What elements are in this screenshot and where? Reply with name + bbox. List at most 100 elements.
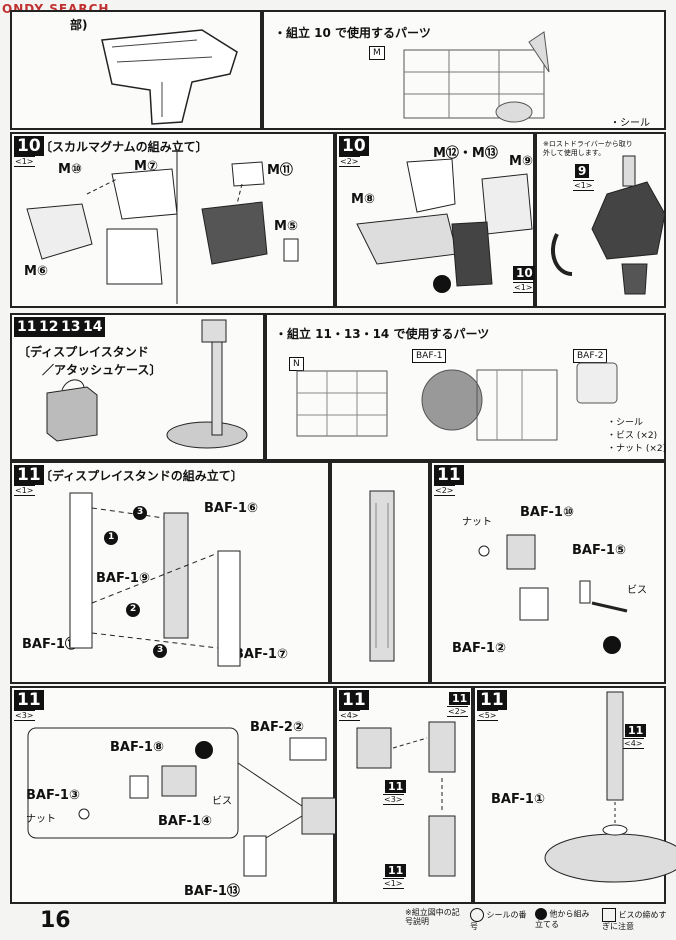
part-label-nut: ナット [26,814,56,825]
panel-step10-1: 10 <1> 〔スカルマグナムの組み立て〕 M⑩ M⑦ M⑪ M⑤ M⑥ [10,132,335,308]
step-number-14: 14 [80,317,106,337]
ref-sub: <3> [383,794,404,805]
ref-step: 10 [513,266,536,280]
top-left-label: 部) [70,18,88,32]
order-marker: 1 [108,532,115,542]
legend-seal-text: シールの番号 [470,910,527,931]
runner-label-n: N [289,357,304,371]
step-title: 〔スカルマグナムの組み立て〕 [40,140,208,154]
part-label-baf1-9: BAF-1⑨ [96,571,150,586]
legend-screw-text: ビスの締めすぎに注意 [602,910,667,931]
panel-step11-5: 11 <5> BAF-1① 11 <4> [473,686,676,904]
part-label-nut: ナット [462,517,492,528]
step-sub: <4> [339,710,360,721]
step-number: 11 [14,690,44,710]
panel-step10-3: ※ロストドライバーから取り外して使用します。 9 <1> [535,132,666,308]
part-label-m6: M⑥ [24,264,48,279]
step-sub: <5> [477,710,498,721]
step-sub: <1> [14,485,35,496]
legend-item-screw: ビスの締めすぎに注意 [602,908,672,932]
step-number: 10 [14,136,44,156]
parts-mid-title: ・組立 11・13・14 で使用するパーツ [275,327,490,341]
seal-icon [470,908,484,922]
part-label-baf1-5: BAF-1⑤ [572,543,626,558]
panel-step11-14-header: 11 12 13 14 〔ディスプレイスタンド ／アタッシュケース〕 [10,313,265,461]
step10-2-illustration [356,158,533,293]
parts-mid-screw: ・ビス (×2) [607,431,658,441]
step-number: 11 [339,690,369,710]
part-label-baf1-7: BAF-1⑦ [234,647,288,662]
step-number: 11 [434,465,464,485]
runner-m-illustration [403,31,550,123]
step-title: 〔ディスプレイスタンドの組み立て〕 [40,469,243,483]
step-sub: <2> [434,485,455,496]
panel-step11-4: 11 <4> 11 <2> 11 <3> 11 <1> [335,686,473,904]
parts-top-title: ・組立 10 で使用するパーツ [274,26,431,40]
ref-step: 11 [449,692,471,705]
ref-step: 9 [575,164,590,178]
page-number: 16 [40,908,71,933]
ref-sub: <1> [513,282,534,293]
ref-sub: <2> [447,706,468,717]
step-sub: <2> [339,156,360,167]
step-number: 11 [477,690,507,710]
stand-pillar-illustration [369,490,395,662]
part-label-baf1-10: BAF-1⑩ [520,505,574,520]
stand-and-case-illustration [46,319,248,449]
step11-2-illustration [478,534,628,654]
part-label-screw: ビス [627,585,647,596]
panel-step11-1-result [330,461,430,684]
part-label-baf1-6: BAF-1⑥ [204,501,258,516]
step11-5-illustration [544,691,676,883]
step-number: 11 [14,465,44,485]
parts-mid-seal: ・シール [607,418,644,428]
panel-parts-step11: ・組立 11・13・14 で使用するパーツ N BAF-1 BAF-2 ・シール… [265,313,666,461]
step11-3-illustration [27,727,337,877]
step-sub: <1> [14,156,35,167]
ref-sub: <1> [383,878,404,889]
removal-note: ※ロストドライバーから取り外して使用します。 [543,140,633,157]
parts-mid-nut: ・ナット (×2) [607,444,667,454]
part-label-m8: M⑧ [351,192,375,207]
panel-step11-3: 11 <3> BAF-2② BAF-1⑧ BAF-1③ ナット BAF-1④ ビ… [10,686,337,904]
order-marker: 3 [137,507,144,517]
step11-1-illustration [69,492,241,667]
part-label-baf1-8: BAF-1⑧ [110,740,164,755]
runner-label-m: M [369,46,385,60]
ref-step: 11 [385,864,407,877]
step-number-13: 13 [58,317,84,337]
runners-illustration [296,362,618,441]
ref-sub: <1> [573,180,594,191]
panel-skull-magnum-preview: 部) [10,10,262,130]
part-label-baf1-3: BAF-1③ [26,788,80,803]
part-label-baf1-1: BAF-1① [491,792,545,807]
legend-item-other: 他から組み立てる [535,908,597,932]
part-label-m10: M⑩ [58,162,82,177]
ref-step: 11 [625,724,647,737]
part-label-baf1-2: BAF-1② [452,641,506,656]
panel-step11-2: 11 <2> ナット BAF-1⑩ BAF-1⑤ ビス BAF-1② [430,461,666,684]
ref-step: 11 [385,780,407,793]
part-label-baf2-2: BAF-2② [250,720,304,735]
order-marker: 2 [130,604,137,614]
part-label-m5: M⑤ [274,219,298,234]
part-label-m11: M⑪ [267,163,293,178]
part-label-screw: ビス [212,796,232,807]
legend-head: ※組立図中の記号説明 [405,908,460,926]
panel-step10-2: 10 <2> M⑫・M⑬ M⑨ M⑧ 10 <1> [335,132,536,308]
part-label-m9: M⑨ [509,154,533,169]
legend-item-seal: シールの番号 [470,908,530,932]
part-label-baf1-4: BAF-1④ [158,814,212,829]
header-title-line1: 〔ディスプレイスタンド [18,345,149,359]
step10-3-illustration [551,155,666,295]
panel-step11-1: 11 <1> 〔ディスプレイスタンドの組み立て〕 BAF-1⑥ BAF-1⑨ B… [10,461,330,684]
part-label-m12-m13: M⑫・M⑬ [433,146,498,161]
legend-other-text: 他から組み立てる [535,909,590,929]
step-number: 10 [339,136,369,156]
step-number-11: 11 [14,317,40,337]
ref-sub: <4> [623,738,644,749]
other-assembly-icon [535,908,547,920]
part-label-baf1-13: BAF-1⑬ [184,884,240,899]
order-marker: 3 [157,645,164,655]
part-label-baf1-11: BAF-1⑪ [22,637,78,652]
